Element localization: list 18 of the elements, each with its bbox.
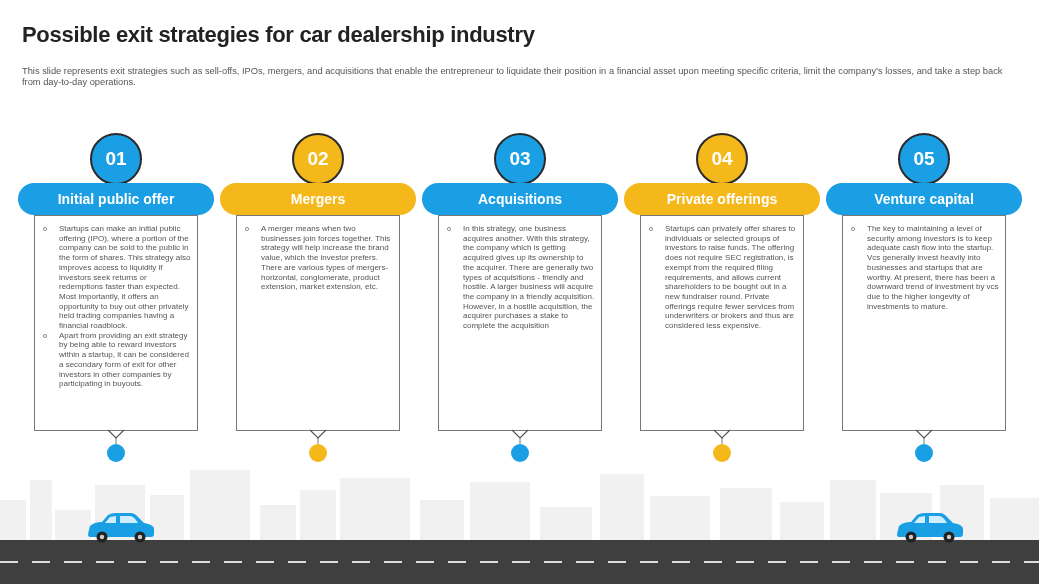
strategy-header: Mergers: [220, 183, 416, 215]
strategy-header: Acquisitions: [422, 183, 618, 215]
slide-description: This slide represents exit strategies such as sell-offs, IPOs, mergers, and acquisitions that enable the entrepreneur to liquidate their position in a financial asset upon meeting specific criteria, limit the company’s losses, and take a step back from day-to-day operations.: [22, 66, 1004, 88]
strategy-header: Venture capital: [826, 183, 1022, 215]
number-circle: 03: [494, 133, 546, 185]
bullet-text: Startups can make an initial public offering (IPO), where a portion of the company can be sold to the public in the form of shares. This strategy also improves access to liquidity if investors seek returns or redemptions faster than expected. Most importantly, it offers an opportunity to buy out other privately held trading companies having a financial roadblock.: [59, 224, 191, 331]
bullet-text: Startups can privately offer shares to individuals or selected groups of investors to raise funds. The offering does not require SEC registration, is exempt from the required filing requirements, and allows current shareholders to be bought out in a new fundraiser round. Private offerings require fewer services from underwriters or brokers and thus are considered less expensive.: [665, 224, 797, 331]
bullet-text: A merger means when two businesses join forces together. This strategy will help increase the brand value, which the investor prefers. There are various types of mergers- horizontal, conglomerate, product extension, market extension, etc.: [261, 224, 392, 292]
bullet-text: The key to maintaining a level of security among investors is to keep adequate cash flow into the startup. Vcs generally invest heavily into businesses and startups that are worthy. At present, there has been a downward trend of investment by vcs due to the higher longevity of investments to mature.: [867, 224, 999, 312]
bullet-text: In this strategy, one business acquires another. With this strategy, the company which is getting acquired gives up its ownership to the acquirer. There are generally two types of acquisitions - friendly and hostile. A larger business will acquire the company in a friendly acquisition. However, in a hostile acquisition, the acquirer purchases a stake to complete the acquisition: [463, 224, 595, 331]
number-circle: 05: [898, 133, 950, 185]
number-circle: 04: [696, 133, 748, 185]
slide-title: Possible exit strategies for car dealership industry: [22, 22, 535, 48]
number-circle: 01: [90, 133, 142, 185]
bullet-text: Apart from providing an exit strategy by being able to reward investors within a startup, it can be considered a secondary form of exit for other investors in other companies by participating in buyouts.: [59, 330, 190, 389]
strategy-header: Private offerings: [624, 183, 820, 215]
number-circle: 02: [292, 133, 344, 185]
strategy-header: Initial public offer: [18, 183, 214, 215]
